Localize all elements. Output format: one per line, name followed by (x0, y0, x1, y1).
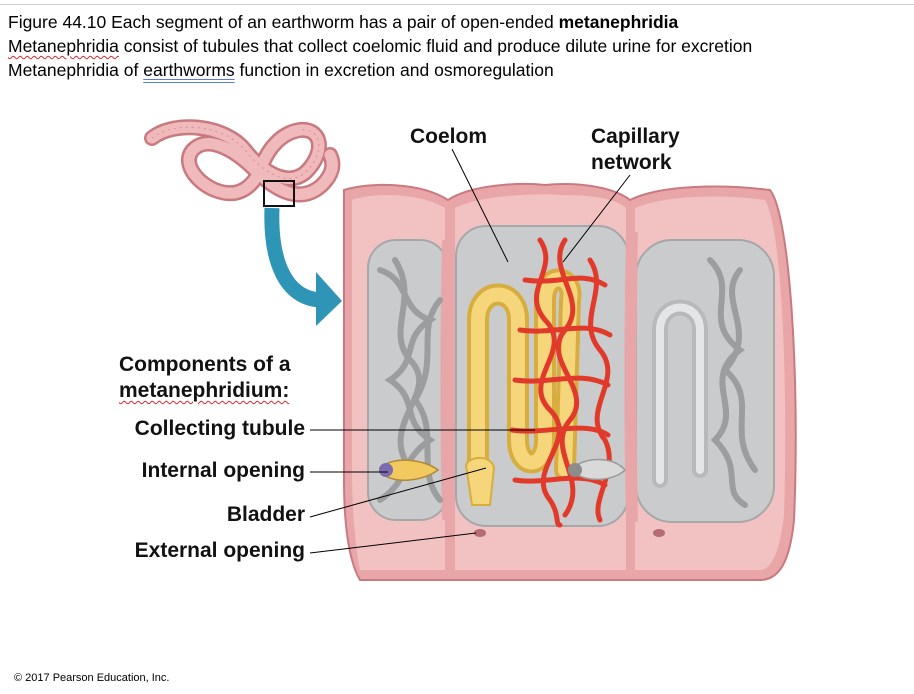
internal-opening-left (379, 459, 440, 481)
caption-line-3: Metanephridia of earthworms function in … (8, 58, 908, 82)
earthworm-icon (144, 119, 341, 203)
label-internal-opening: Internal opening (141, 459, 305, 482)
top-rule (0, 4, 914, 5)
caption-line-1-text: Figure 44.10 Each segment of an earthwor… (8, 12, 559, 32)
septum-left (440, 239, 454, 521)
components-heading-line2: metanephridium: (119, 379, 290, 402)
internal-opening-center (568, 458, 627, 481)
caption-line-2: Metanephridia consist of tubules that co… (8, 34, 908, 58)
label-collecting-tubule: Collecting tubule (134, 417, 305, 440)
external-opening-pore-right (653, 529, 665, 537)
label-external-opening: External opening (134, 539, 305, 562)
capillary-network (509, 237, 613, 528)
external-opening-pore (474, 529, 486, 537)
label-capillary-line2: network (591, 151, 672, 174)
caption-bold-term: metanephridia (558, 12, 679, 32)
caption-line-3-text: Metanephridia of (8, 60, 144, 80)
bladder-shape (464, 456, 496, 506)
caption-spelling-flag: Metanephridia (8, 36, 119, 56)
label-coelom: Coelom (410, 125, 488, 148)
caption-grammar-flag: earthworms (143, 60, 235, 80)
zoom-arrow-icon (264, 207, 342, 326)
gray-tubule-right (652, 257, 758, 508)
caption-line-2-text: consist of tubules that collect coelomic… (118, 36, 753, 56)
septum-right (624, 231, 638, 523)
leader-bladder (309, 467, 487, 518)
magnify-box (263, 180, 295, 207)
caption-line-3-rest: function in excretion and osmoregulation (234, 60, 554, 80)
leader-external-opening (309, 532, 477, 554)
label-bladder: Bladder (226, 503, 305, 526)
leader-coelom (451, 148, 509, 263)
leader-capillary (562, 174, 631, 263)
figure-caption: Figure 44.10 Each segment of an earthwor… (8, 10, 908, 82)
copyright-notice: © 2017 Pearson Education, Inc. (14, 672, 170, 684)
caption-line-1: Figure 44.10 Each segment of an earthwor… (8, 10, 908, 34)
components-heading-line1: Components of a (119, 353, 291, 376)
leader-lines (309, 148, 631, 554)
label-capillary-line1: Capillary (591, 125, 680, 148)
